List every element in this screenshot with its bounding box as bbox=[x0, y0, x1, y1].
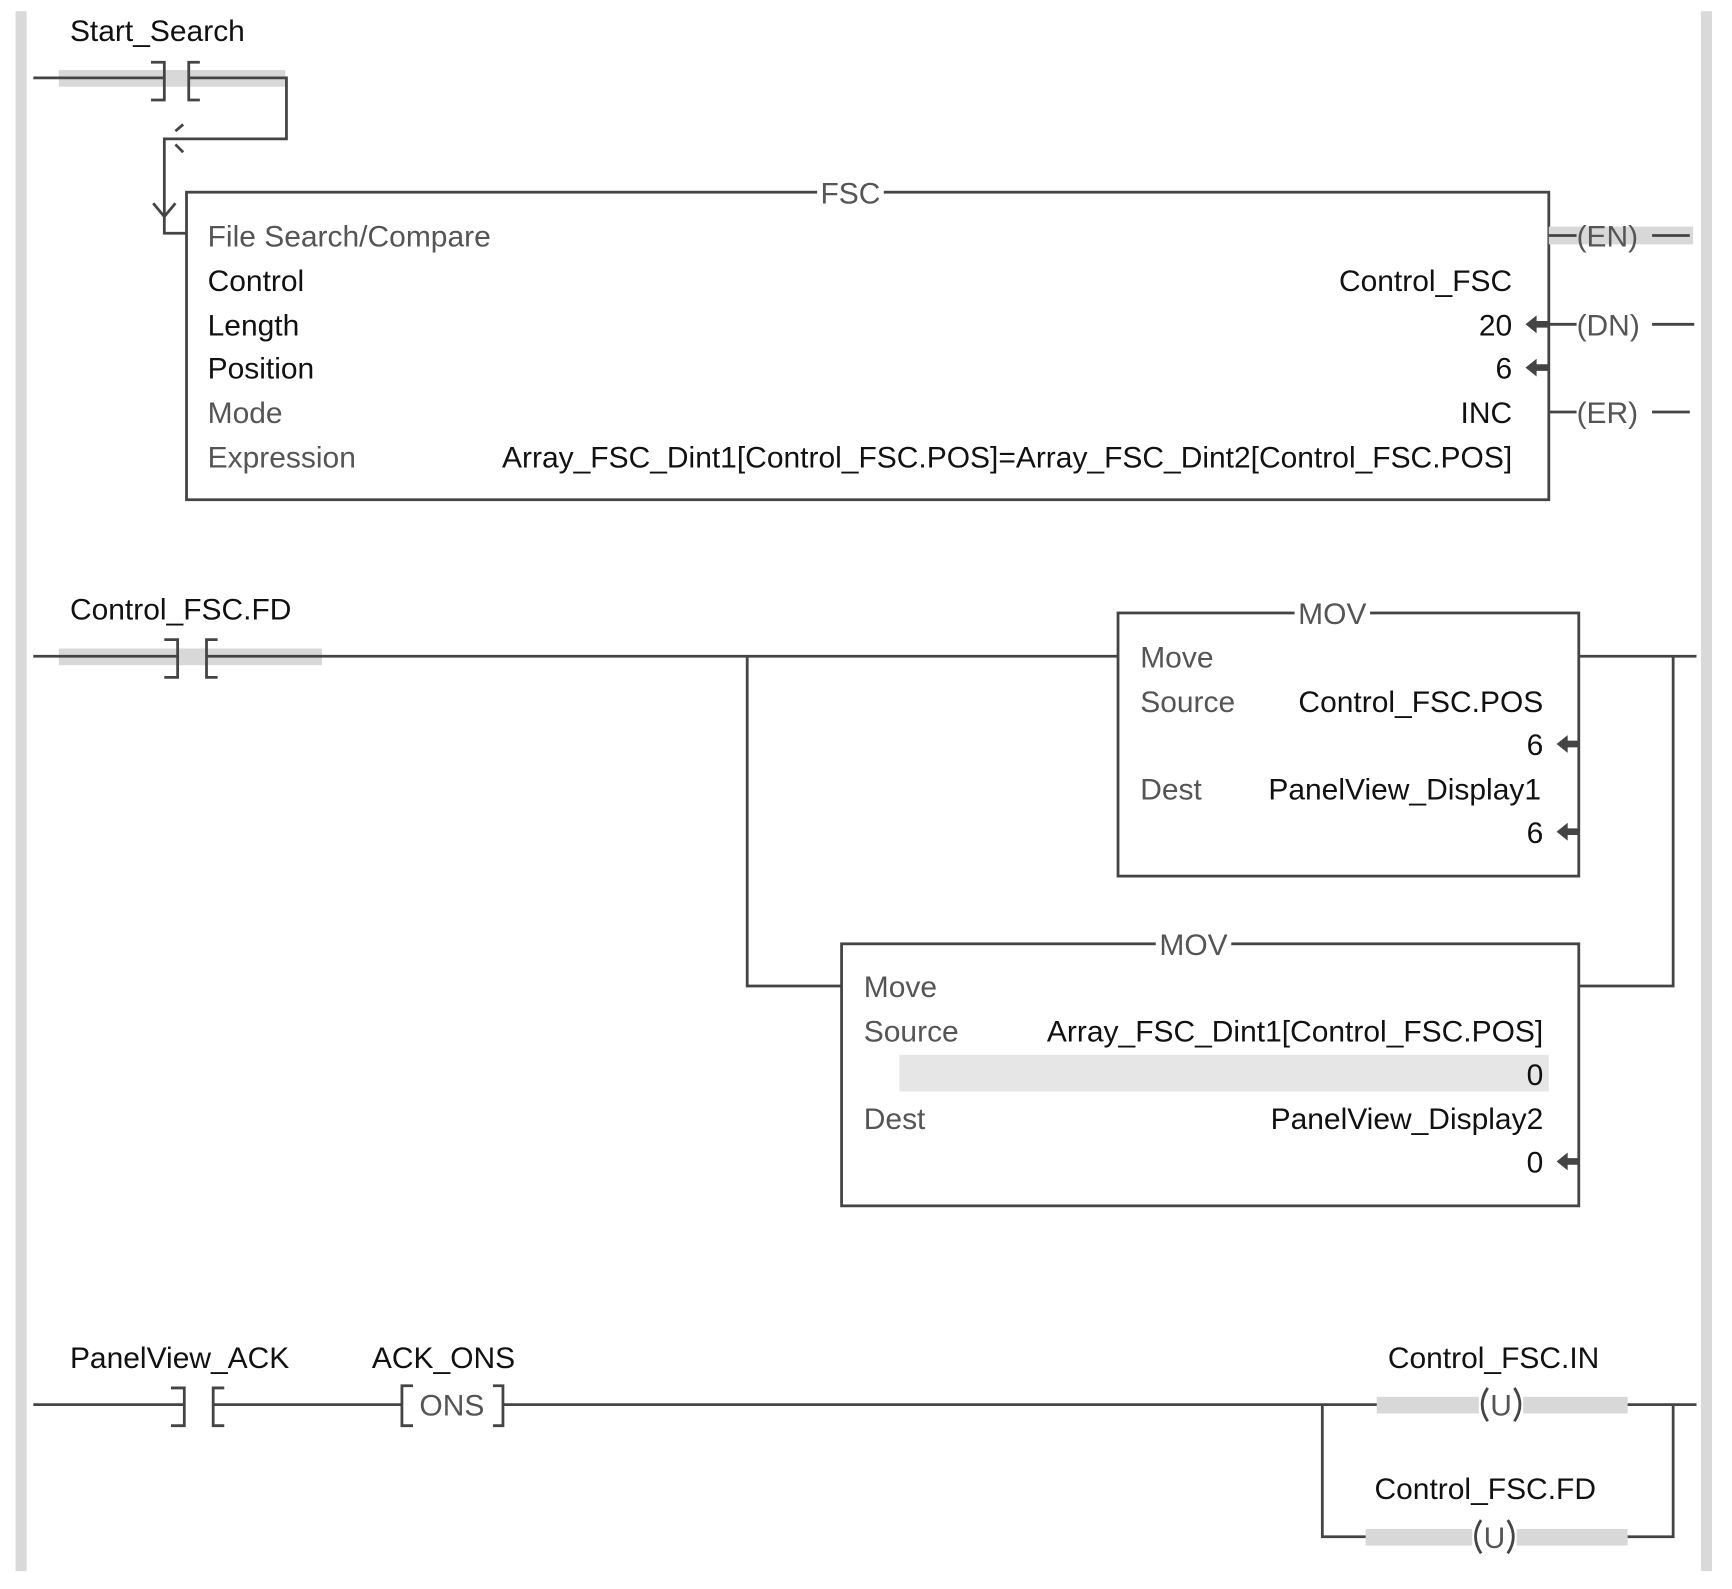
branch-wire bbox=[745, 654, 1697, 988]
coil-label: U bbox=[1484, 1522, 1506, 1555]
mode-value[interactable]: INC bbox=[1461, 397, 1513, 430]
fsc-instruction[interactable]: FSC File Search/Compare Control Control_… bbox=[185, 177, 1551, 502]
arrow-left-icon bbox=[1556, 1152, 1579, 1171]
rung-3[interactable]: PanelView_ACK ACK_ONS ONS Control_FSC.IN… bbox=[33, 1342, 1697, 1555]
instruction-name: MOV bbox=[1298, 598, 1366, 631]
position-value[interactable]: 6 bbox=[1495, 353, 1512, 386]
er-output: (ER) bbox=[1577, 397, 1639, 430]
en-output: (EN) bbox=[1577, 221, 1639, 254]
source-value: 6 bbox=[1527, 729, 1544, 762]
length-label: Length bbox=[208, 309, 300, 342]
mov-instruction-1[interactable]: MOV Move Source Control_FSC.POS 6 Dest P… bbox=[1116, 598, 1581, 878]
rung-2[interactable]: Control_FSC.FD MOV Move Source Control_F… bbox=[33, 594, 1697, 1208]
value-highlight bbox=[899, 1054, 1549, 1092]
position-label: Position bbox=[208, 353, 315, 386]
instruction-description: Move bbox=[864, 971, 937, 1004]
instruction-description: Move bbox=[1140, 641, 1213, 674]
dest-value: 0 bbox=[1527, 1147, 1544, 1180]
arrow-left-icon bbox=[1556, 735, 1579, 753]
source-tag[interactable]: Array_FSC_Dint1[Control_FSC.POS] bbox=[1047, 1016, 1543, 1049]
source-value: 0 bbox=[1527, 1059, 1544, 1092]
contact-tag[interactable]: Control_FSC.FD bbox=[70, 594, 292, 627]
contact-tag[interactable]: PanelView_ACK bbox=[70, 1342, 289, 1375]
mov-instruction-2[interactable]: MOV Move Source Array_FSC_Dint1[Control_… bbox=[840, 929, 1581, 1208]
xic-contact[interactable] bbox=[33, 638, 1119, 679]
arrow-left-icon bbox=[1556, 822, 1579, 841]
energized-highlight bbox=[1548, 226, 1694, 245]
arrow-left-icon bbox=[1525, 315, 1548, 334]
coil-tag[interactable]: Control_FSC.IN bbox=[1388, 1342, 1600, 1375]
ons-label: ONS bbox=[419, 1390, 484, 1423]
dest-label: Dest bbox=[1140, 773, 1202, 806]
source-tag[interactable]: Control_FSC.POS bbox=[1298, 686, 1543, 719]
dn-output: (DN) bbox=[1577, 309, 1640, 342]
otu-coil-2[interactable]: Control_FSC.FD U bbox=[1365, 1473, 1628, 1555]
ons-tag[interactable]: ACK_ONS bbox=[372, 1342, 515, 1375]
instruction-description: File Search/Compare bbox=[208, 221, 491, 254]
mode-label: Mode bbox=[208, 397, 283, 430]
control-value[interactable]: Control_FSC bbox=[1339, 265, 1512, 298]
xic-contact[interactable] bbox=[33, 60, 288, 235]
source-label: Source bbox=[864, 1016, 959, 1049]
coil-tag[interactable]: Control_FSC.FD bbox=[1374, 1473, 1596, 1506]
arrow-left-icon bbox=[1525, 358, 1548, 377]
dest-tag[interactable]: PanelView_Display2 bbox=[1271, 1103, 1544, 1136]
expression-value[interactable]: Array_FSC_Dint1[Control_FSC.POS]=Array_F… bbox=[502, 442, 1512, 475]
otu-coil-1[interactable]: Control_FSC.IN U bbox=[1376, 1342, 1628, 1423]
instruction-name: MOV bbox=[1159, 929, 1227, 962]
branch-wire bbox=[1320, 1404, 1675, 1539]
source-label: Source bbox=[1140, 686, 1235, 719]
left-power-rail bbox=[15, 11, 27, 1572]
dest-label: Dest bbox=[864, 1103, 926, 1136]
xic-contact[interactable] bbox=[33, 1386, 402, 1428]
rung-1[interactable]: Start_Search FSC File Search/Compare Con… bbox=[33, 15, 1695, 502]
control-label: Control bbox=[208, 265, 305, 298]
expression-label: Expression bbox=[208, 442, 356, 475]
dest-value: 6 bbox=[1527, 817, 1544, 850]
right-power-rail bbox=[1700, 11, 1713, 1572]
coil-label: U bbox=[1490, 1390, 1512, 1423]
length-value[interactable]: 20 bbox=[1479, 309, 1512, 342]
energized-highlight bbox=[58, 648, 322, 666]
contact-tag[interactable]: Start_Search bbox=[70, 15, 245, 48]
instruction-name: FSC bbox=[820, 177, 880, 210]
energized-highlight bbox=[58, 70, 286, 87]
fsc-outputs: (EN) (DN) (ER) bbox=[1548, 221, 1695, 430]
dest-tag[interactable]: PanelView_Display1 bbox=[1268, 773, 1541, 806]
